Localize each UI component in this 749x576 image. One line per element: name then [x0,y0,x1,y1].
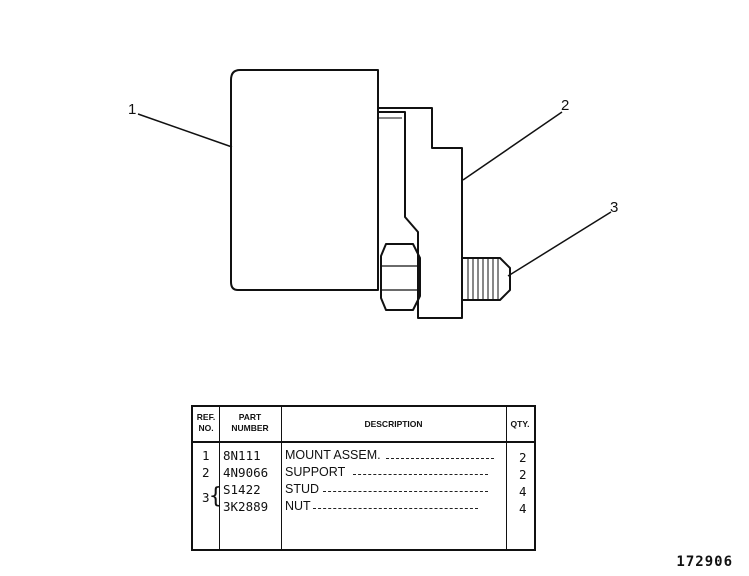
header-qty: QTY. [510,419,530,429]
table-row-part: S1422 [223,482,261,497]
column-divider [219,407,220,549]
table-row-part: 4N9066 [223,465,269,480]
table-row-part: 8N111 [223,448,261,463]
leader-line-3 [507,211,612,277]
table-row-qty: 4 [519,501,527,516]
parts-table: REF. NO. PART NUMBER DESCRIPTION QTY. 1 … [191,405,536,551]
nut-shape [380,243,421,311]
header-ref-no: REF. NO. [196,412,216,433]
table-row-description: NUT [285,499,311,513]
callout-3: 3 [610,199,619,216]
header-separator [193,441,534,443]
dotted-leader [323,491,488,492]
leader-line-2 [462,111,563,181]
header-part-number: PART NUMBER [231,412,269,433]
column-divider [506,407,507,549]
table-row-ref: 1 [202,448,210,463]
dotted-leader [353,474,488,475]
stud-shape [462,257,511,301]
ref-bracket: { [209,484,223,509]
leader-line-1 [137,113,233,148]
column-divider [281,407,282,549]
figure-number: 172906 [676,554,733,570]
mount-assembly-shape [230,69,379,291]
table-row-part: 3K2889 [223,499,269,514]
table-row-qty: 2 [519,450,527,465]
table-row-description: SUPPORT [285,465,346,479]
table-row-qty: 2 [519,467,527,482]
table-row-ref: 3 [202,490,210,505]
table-row-qty: 4 [519,484,527,499]
header-description: DESCRIPTION [364,419,423,429]
table-row-description: MOUNT ASSEM. [285,448,381,462]
table-row-ref: 2 [202,465,210,480]
table-row-description: STUD [285,482,320,496]
callout-2: 2 [561,97,570,114]
dotted-leader [313,508,478,509]
dotted-leader [386,458,494,459]
callout-1: 1 [128,101,137,118]
